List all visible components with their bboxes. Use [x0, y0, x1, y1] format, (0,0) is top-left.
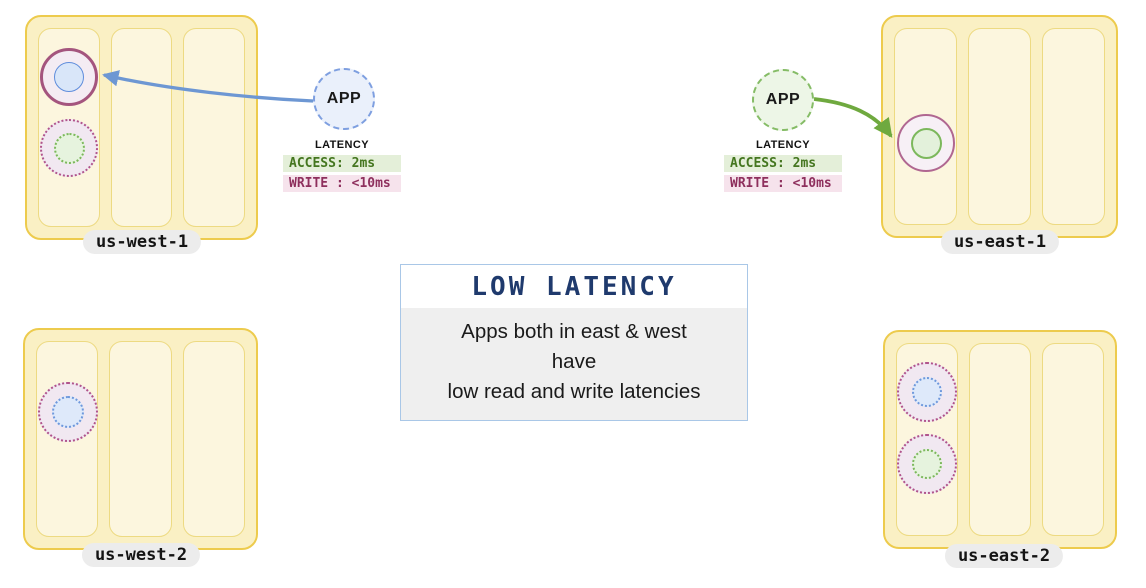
latency-write-badge: WRITE : <10ms	[283, 175, 401, 192]
availability-zone	[968, 28, 1031, 225]
db-replica-green-icon	[53, 132, 85, 164]
latency-title: LATENCY	[756, 139, 810, 151]
callout-line: have	[551, 350, 597, 374]
db-replica-green-icon	[912, 449, 942, 479]
availability-zone	[182, 341, 245, 537]
callout-title: LOW LATENCY	[401, 265, 747, 308]
arrow-app-to-east-primary	[813, 97, 893, 138]
db-replica-green-icon	[910, 127, 942, 159]
app-node-east: APP	[752, 69, 814, 131]
db-replica-blue-icon	[52, 396, 84, 428]
region-label-us-east-1: us-east-1	[940, 230, 1060, 254]
db-replica-blue-icon	[912, 377, 942, 407]
region-label-us-west-1: us-west-1	[82, 230, 202, 254]
db-replica-blue-icon	[54, 62, 84, 92]
availability-zone	[183, 28, 246, 227]
callout-box: LOW LATENCY Apps both in east & west hav…	[400, 264, 748, 422]
latency-panel-west: LATENCY ACCESS: 2ms WRITE : <10ms	[283, 139, 401, 192]
latency-access-badge: ACCESS: 2ms	[724, 155, 842, 172]
db-primary-node-east1	[897, 114, 955, 172]
latency-write-badge: WRITE : <10ms	[724, 175, 842, 192]
db-follower-node-east2-green	[897, 434, 957, 494]
availability-zone	[969, 343, 1031, 536]
callout-line: Apps both in east & west	[461, 320, 687, 343]
app-node-west: APP	[313, 68, 375, 130]
app-label: APP	[326, 90, 362, 107]
db-follower-node-east2-blue	[897, 362, 957, 422]
db-follower-node-west1	[40, 119, 98, 177]
app-label: APP	[765, 91, 801, 108]
availability-zone	[110, 28, 173, 227]
callout-body: Apps both in east & west have low read a…	[401, 308, 747, 421]
region-label-us-west-2: us-west-2	[81, 543, 201, 567]
latency-panel-east: LATENCY ACCESS: 2ms WRITE : <10ms	[724, 139, 842, 192]
callout-line: low read and write latencies	[447, 380, 701, 404]
db-follower-node-west2	[38, 382, 98, 442]
availability-zone	[109, 341, 172, 537]
availability-zone	[1042, 343, 1104, 536]
availability-zone	[1042, 28, 1105, 225]
region-label-us-east-2: us-east-2	[944, 544, 1064, 568]
availability-zone	[36, 341, 99, 537]
latency-title: LATENCY	[315, 139, 369, 151]
latency-access-badge: ACCESS: 2ms	[283, 155, 401, 172]
db-primary-node-west1	[40, 48, 98, 106]
